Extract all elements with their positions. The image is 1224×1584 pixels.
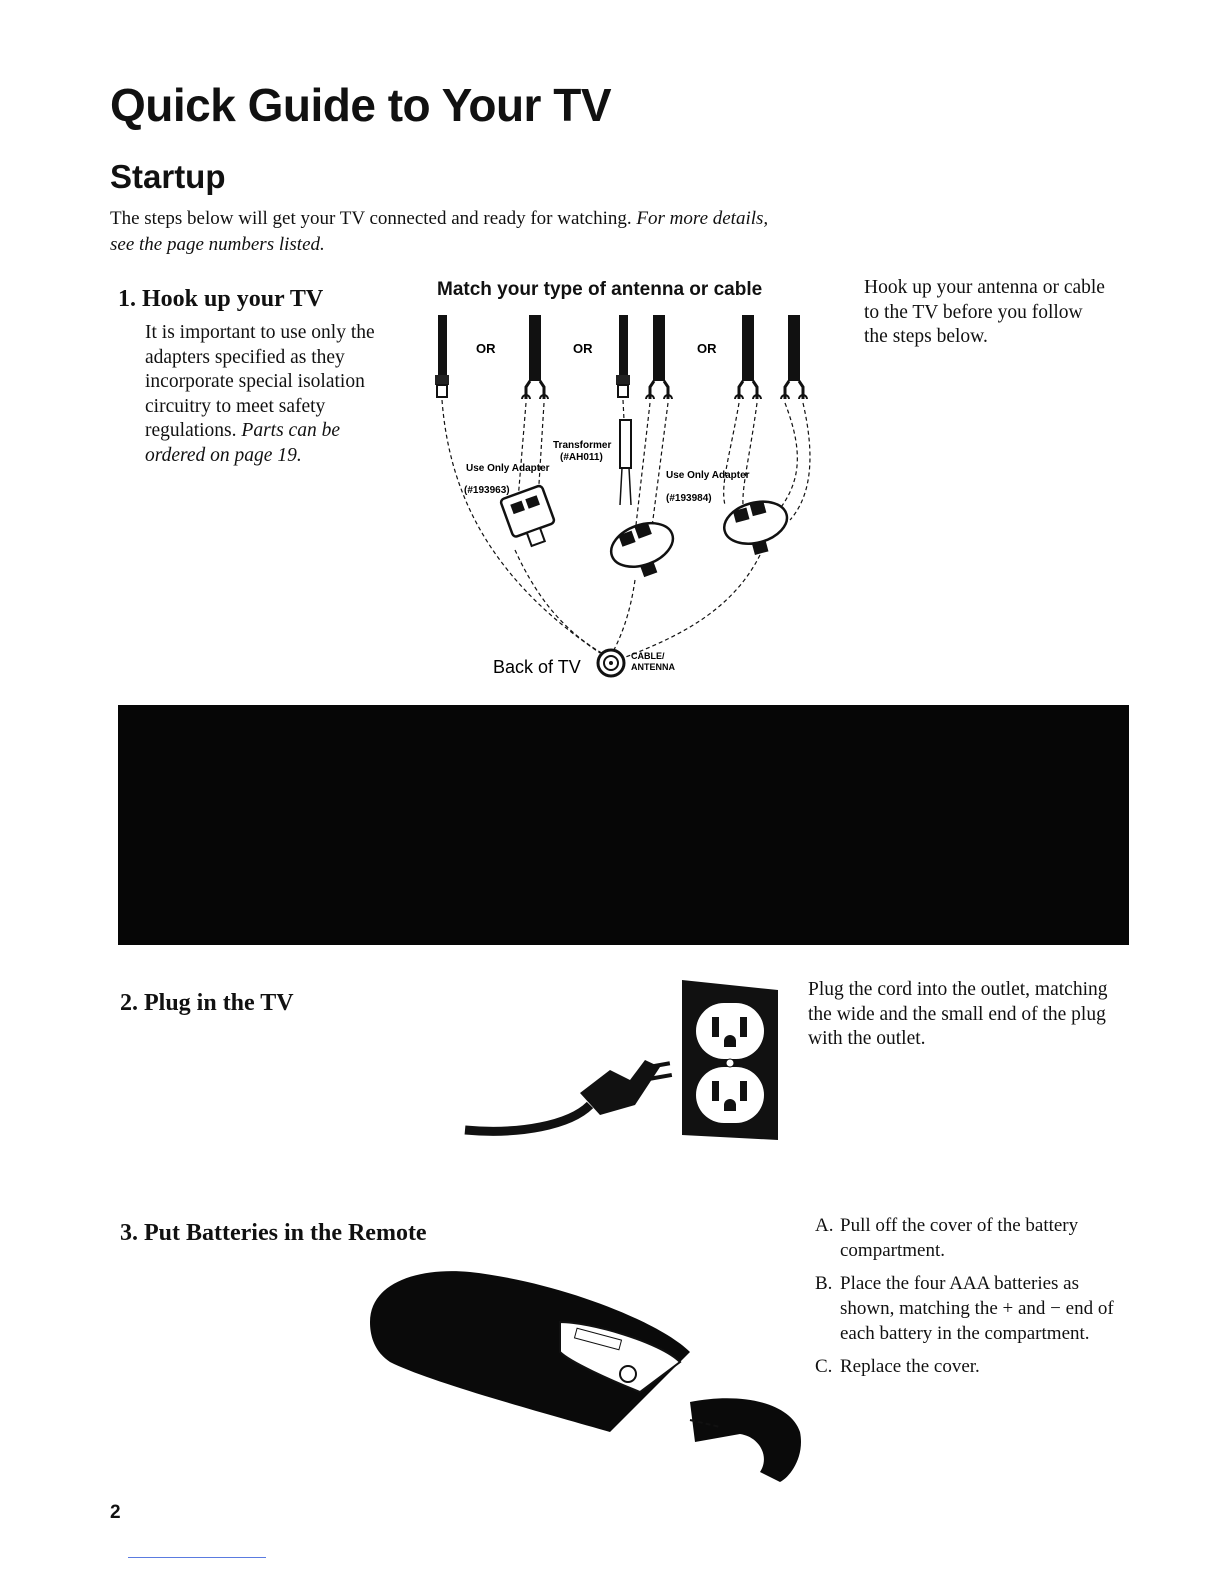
diagram-title: Match your type of antenna or cable xyxy=(437,279,763,300)
list-text: Pull off the cover of the battery compar… xyxy=(840,1215,1079,1261)
adapter-icon xyxy=(723,500,789,555)
step1-heading: 1. Hook up your TV xyxy=(118,286,324,312)
twin-lead-cable-icon xyxy=(734,315,762,400)
list-text: Replace the cover. xyxy=(840,1356,980,1377)
section-title: Startup xyxy=(110,158,226,195)
adapter-right-part-number: (#193984) xyxy=(666,493,712,504)
twin-lead-cable-icon xyxy=(780,315,808,400)
remote-control-icon xyxy=(370,1271,690,1432)
list-item: B. Place the four AAA batteries as shown… xyxy=(815,1271,1125,1346)
transformer-label: Transformer xyxy=(553,440,611,451)
list-item: C. Replace the cover. xyxy=(815,1354,1125,1379)
remote-control-illustration xyxy=(370,1271,801,1482)
transformer-part-number: (#AH011) xyxy=(560,452,603,463)
step3-heading: 3. Put Batteries in the Remote xyxy=(120,1220,427,1246)
list-letter: A. xyxy=(815,1215,834,1236)
list-letter: C. xyxy=(815,1356,833,1377)
list-item: A. Pull off the cover of the battery com… xyxy=(815,1213,1125,1263)
list-letter: B. xyxy=(815,1273,833,1294)
page-number: 2 xyxy=(110,1502,121,1523)
page-title: Quick Guide to Your TV xyxy=(110,79,612,131)
or-label: OR xyxy=(573,341,593,356)
tv-antenna-jack-icon xyxy=(596,648,626,678)
step1-side-note: Hook up your antenna or cable to the TV … xyxy=(864,277,1105,347)
wall-outlet-icon xyxy=(682,980,778,1140)
or-label: OR xyxy=(476,341,496,356)
adapter-icon xyxy=(609,521,675,578)
coax-cable-icon xyxy=(616,315,630,398)
twin-lead-cable-icon xyxy=(645,315,673,400)
adapter-left-part-number: (#193963) xyxy=(464,485,510,496)
step1-body: It is important to use only the adapters… xyxy=(145,321,385,468)
step1-body-text: It is important to use only the adapters… xyxy=(145,322,375,441)
adapter-left-label: Use Only Adapter xyxy=(466,463,550,474)
transformer-icon xyxy=(619,419,632,506)
footer-rule xyxy=(128,1557,266,1558)
or-label: OR xyxy=(697,341,717,356)
battery-cover-icon xyxy=(689,1398,801,1482)
plug-and-outlet-illustration xyxy=(464,980,778,1140)
intro-paragraph: The steps below will get your TV connect… xyxy=(110,206,770,258)
redacted-block xyxy=(118,705,1129,945)
power-plug-icon xyxy=(464,1060,673,1136)
intro-text: The steps below will get your TV connect… xyxy=(110,208,632,229)
step2-heading: 2. Plug in the TV xyxy=(120,990,294,1016)
list-text: Place the four AAA batteries as shown, m… xyxy=(840,1273,1114,1344)
adapter-right-label: Use Only Adapter xyxy=(666,470,750,481)
step3-instructions: A. Pull off the cover of the battery com… xyxy=(815,1213,1125,1379)
connection-lines xyxy=(441,399,811,661)
coax-cable-icon xyxy=(435,315,449,398)
antenna-connection-diagram: OR OR OR Transformer (#AH011) Use Only A… xyxy=(435,315,811,678)
back-of-tv-label: Back of TV xyxy=(493,657,581,677)
cable-antenna-label-1: CABLE/ xyxy=(631,651,665,661)
cable-antenna-label-2: ANTENNA xyxy=(631,662,675,672)
intro-italic: For more details, see the page numbers l… xyxy=(110,208,769,255)
twin-lead-cable-icon xyxy=(521,315,549,400)
step1-body-italic: Parts can be ordered on page 19. xyxy=(145,420,340,466)
step2-note: Plug the cord into the outlet, matching … xyxy=(808,979,1108,1049)
adapter-icon xyxy=(499,484,556,548)
